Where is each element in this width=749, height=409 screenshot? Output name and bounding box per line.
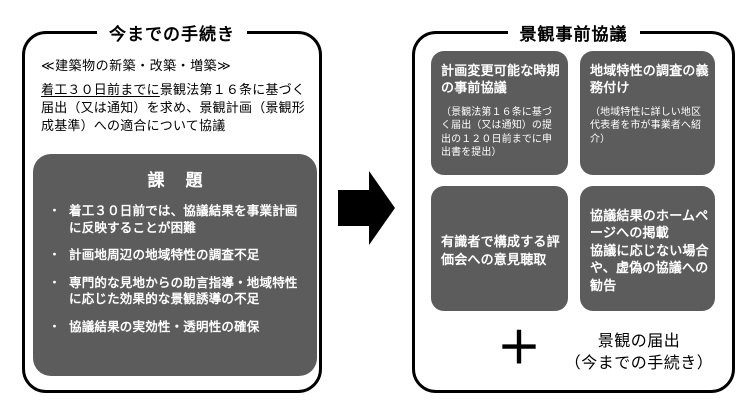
card-note: （景観法第１６条に基づく届出（又は通知）の提出の１２０日前までに申出書を提出）: [441, 106, 553, 159]
prior-consultation-panel: 景観事前協議 計画変更可能な時期の事前協議 （景観法第１６条に基づく届出（又は通…: [412, 20, 735, 393]
card-heading: 地域特性の調査の義務付け: [590, 63, 709, 95]
card-body-line2: 協議に応じない場合や、虚偽の協議への勧告: [590, 242, 709, 293]
bullet-icon: ・: [49, 249, 60, 261]
bullet-icon: ・: [49, 276, 60, 289]
issues-box-title: 課 題: [147, 171, 205, 190]
previous-procedure-title: 今までの手続き: [97, 20, 247, 45]
landscape-notification-line1: 景観の届出: [597, 333, 681, 350]
procedure-description: 着工３０日前までに景観法第１６条に基づく届出（又は通知）を求め、景観計画（景観形…: [41, 81, 315, 135]
procedure-description-rest: 景観法第１６条に基づく届出（又は通知）を求め、景観計画（景観形成基準）への適合に…: [41, 82, 306, 133]
issue-item: ・ 専門的な見地からの助言指導・地域特性に応じた効果的な景観誘導の不足: [49, 275, 303, 308]
card-body-line1: 協議結果のホームページへの掲載: [590, 207, 709, 241]
issue-text: 協議結果の実効性・透明性の確保: [69, 319, 260, 334]
previous-procedure-panel: 今までの手続き ≪建築物の新築・改築・増築≫ 着工３０日前までに景観法第１６条に…: [22, 20, 322, 393]
card-body: 有識者で構成する評価会への意見聴取: [441, 233, 560, 267]
card-heading: 計画変更可能な時期の事前協議: [441, 63, 560, 95]
issue-text: 着工３０日前では、協議結果を事業計画に反映することが困難: [69, 204, 298, 235]
issue-text: 専門的な見地からの助言指導・地域特性に応じた効果的な景観誘導の不足: [69, 275, 298, 307]
building-category-label: ≪建築物の新築・改築・増築≫: [41, 58, 232, 73]
card-note: （地域特性に詳しい地区代表者を市が事業者へ紹介）: [590, 106, 702, 145]
card-survey-obligation: 地域特性の調査の義務付け （地域特性に詳しい地区代表者を市が事業者へ紹介）: [580, 51, 715, 175]
card-publication-recommendation: 協議結果のホームページへの掲載 協議に応じない場合や、虚偽の協議への勧告: [580, 186, 715, 311]
issue-item: ・ 計画地周辺の地域特性の調査不足: [49, 247, 303, 264]
landscape-notification-line2: （今までの手続き）: [564, 354, 714, 372]
issues-list: ・ 着工３０日前では、協議結果を事業計画に反映することが困難 ・ 計画地周辺の地…: [49, 203, 303, 335]
bullet-icon: ・: [49, 205, 60, 217]
card-early-consultation: 計画変更可能な時期の事前協議 （景観法第１６条に基づく届出（又は通知）の提出の１…: [431, 51, 568, 175]
issue-text: 計画地周辺の地域特性の調査不足: [69, 248, 260, 262]
issue-item: ・ 協議結果の実効性・透明性の確保: [49, 319, 303, 336]
issues-box: 課 題 ・ 着工３０日前では、協議結果を事業計画に反映することが困難 ・ 計画地…: [33, 154, 317, 376]
bullet-icon: ・: [49, 320, 60, 333]
transition-arrow-icon: [338, 170, 396, 246]
card-expert-hearing: 有識者で構成する評価会への意見聴取: [431, 186, 568, 311]
procedure-description-underlined: 着工３０日前までに: [41, 82, 160, 97]
landscape-notification-note: 景観の届出 （今までの手続き）: [548, 331, 730, 374]
issue-item: ・ 着工３０日前では、協議結果を事業計画に反映することが困難: [49, 203, 303, 236]
plus-icon: ＋: [497, 324, 541, 373]
prior-consultation-title: 景観事前協議: [507, 20, 640, 45]
